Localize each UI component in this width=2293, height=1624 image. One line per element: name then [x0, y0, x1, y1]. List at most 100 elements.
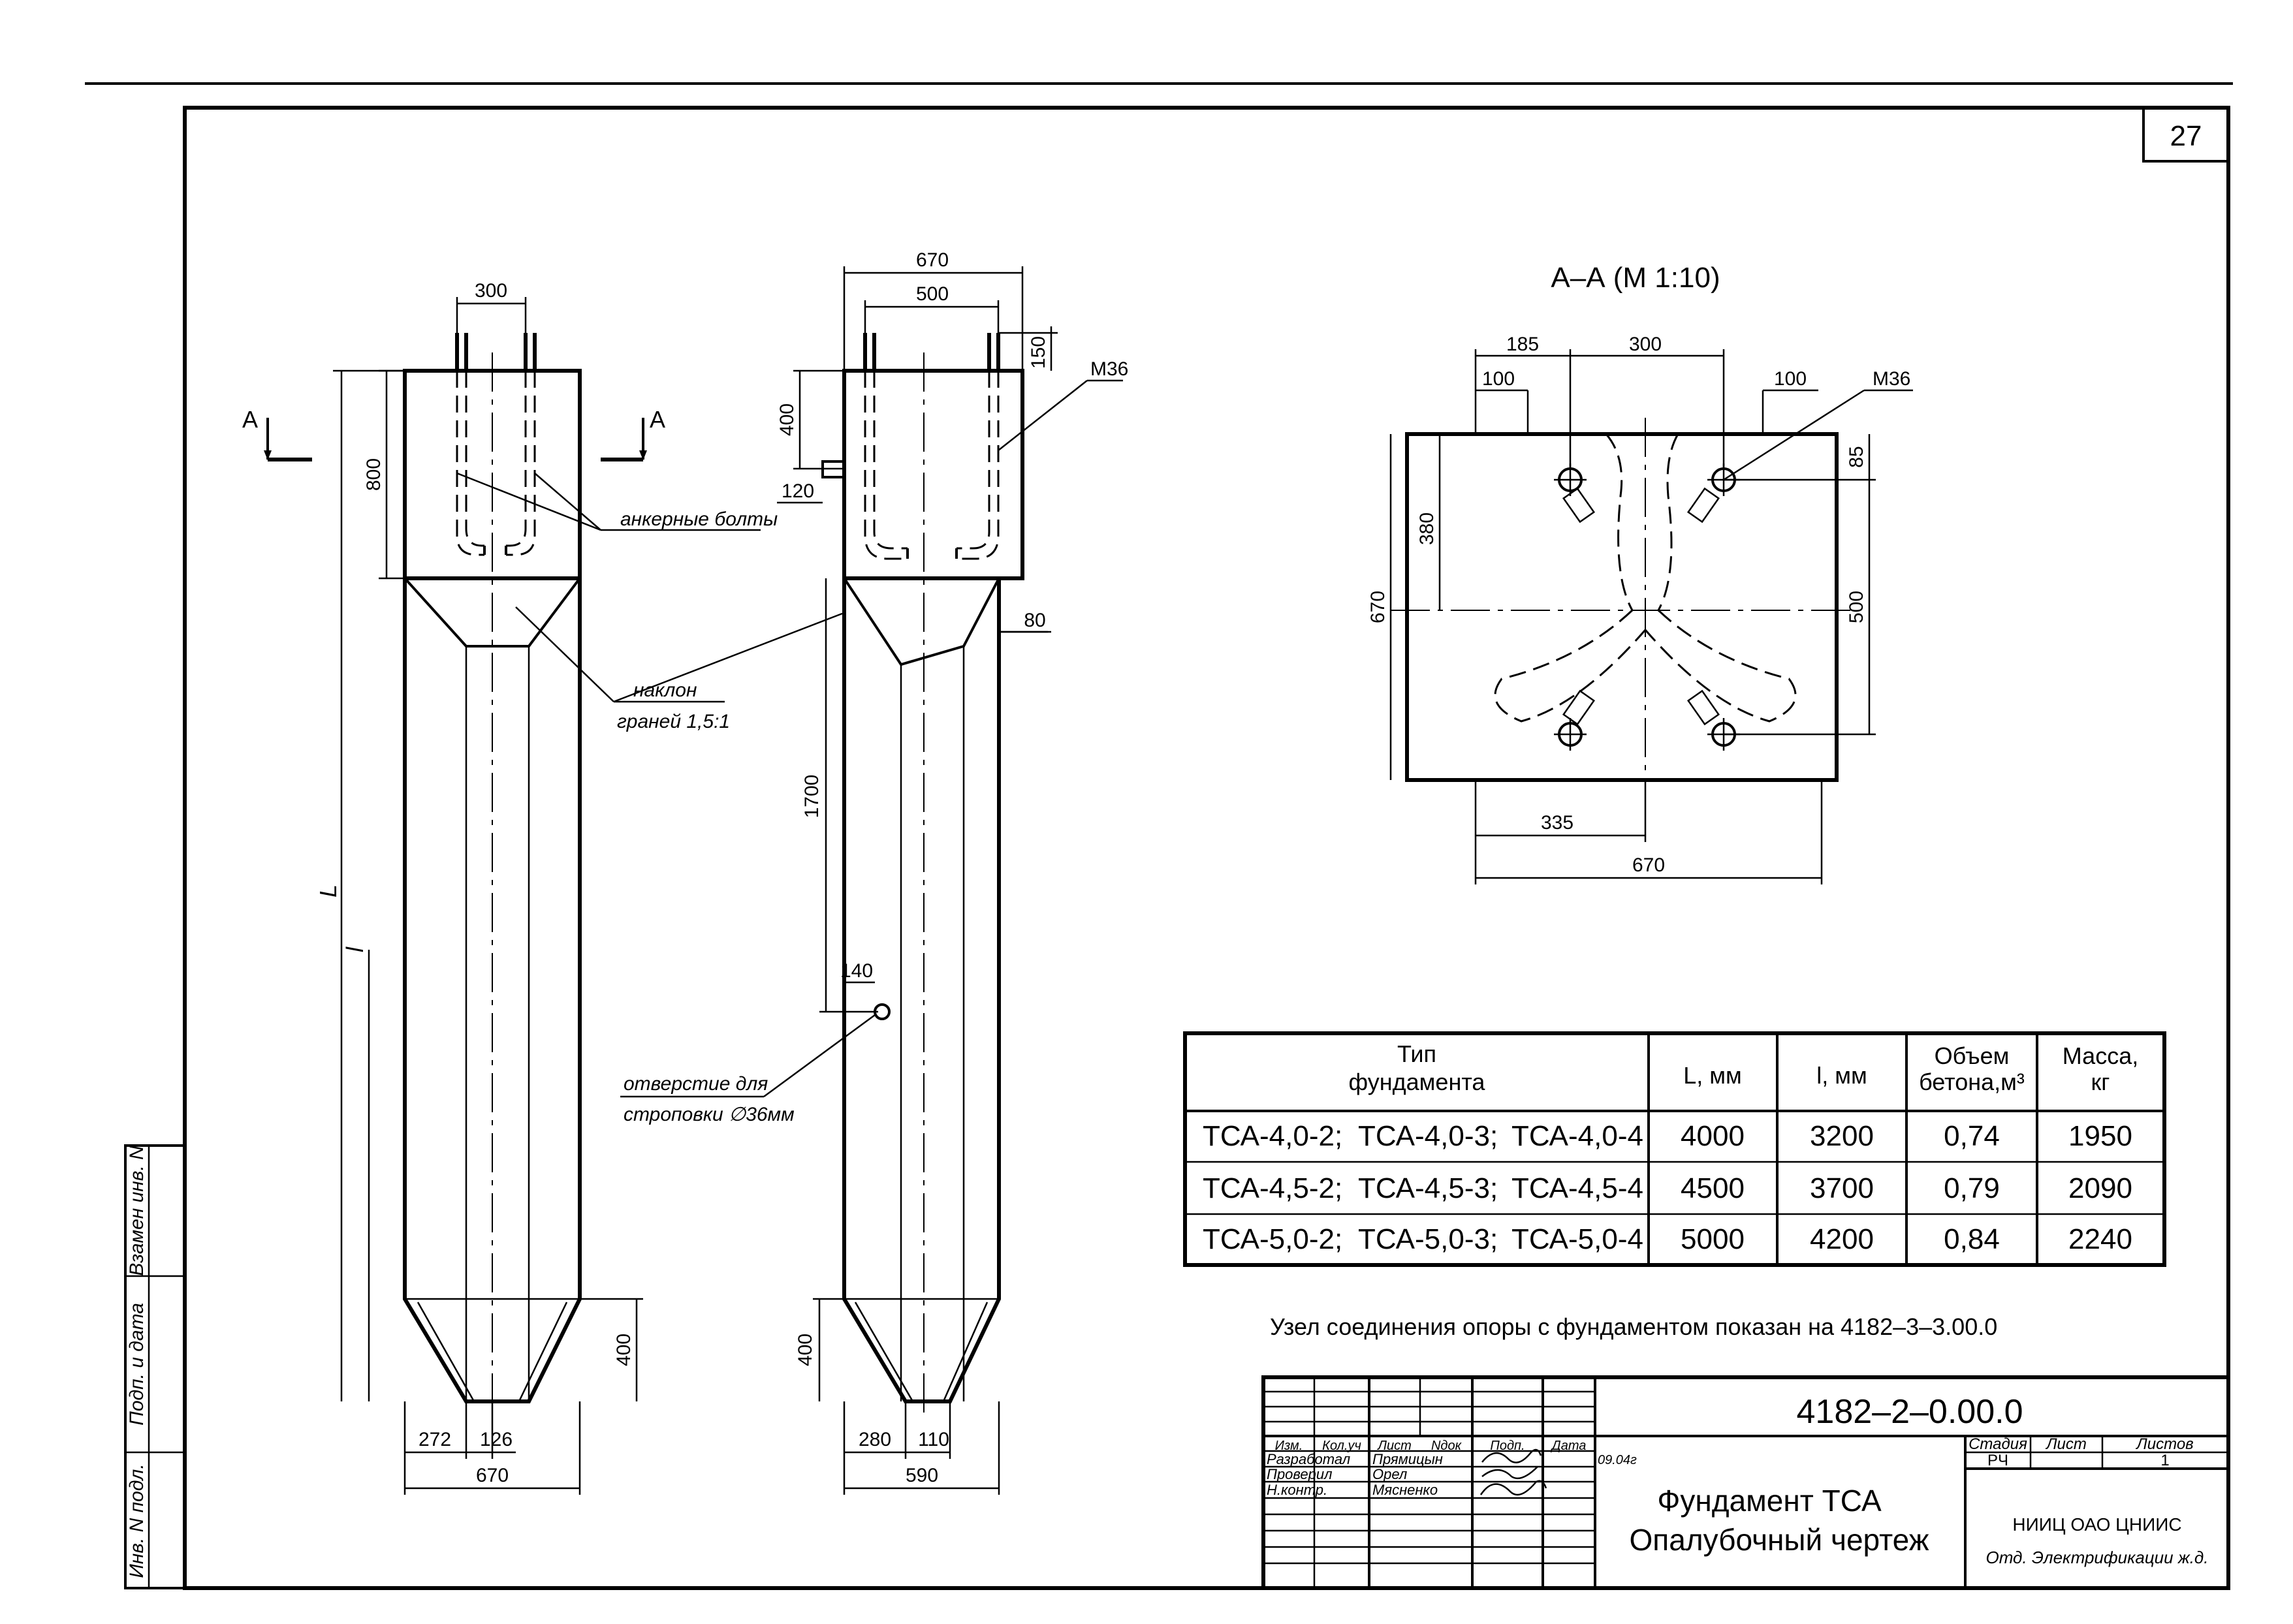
table-cell-type: ТСА-5,0-2;: [1203, 1223, 1342, 1255]
side-dim-1700: 1700: [801, 775, 823, 819]
table-cell-L: 5000: [1681, 1223, 1745, 1255]
tb-title-2: Опалубочный чертеж: [1630, 1523, 1929, 1557]
table-cell-type: ТСА-5,0-3;: [1358, 1223, 1498, 1255]
sec-bolt-label: М36: [1873, 368, 1910, 390]
sec-dim-500: 500: [1846, 591, 1867, 623]
tb-name: Орел: [1372, 1466, 1407, 1482]
tb-role: Н.контр.: [1267, 1482, 1327, 1498]
slope-value-label: граней 1,5:1: [617, 711, 730, 732]
signature-scribbles: [1479, 1448, 1547, 1496]
front-dim-126: 126: [480, 1429, 513, 1450]
table-row: ТСА-4,0-2; ТСА-4,0-3; ТСА-4,0-4 4000 320…: [1203, 1120, 2132, 1152]
sec-dim-380: 380: [1416, 512, 1438, 545]
sec-dim-100-left: 100: [1482, 368, 1515, 390]
front-dim-800: 800: [363, 458, 385, 491]
stamp-inv-original: Инв. N подл.: [126, 1463, 148, 1578]
tb-date: 09.04г: [1598, 1453, 1637, 1467]
drawing-frame: [183, 106, 2230, 1590]
tb-col-koluch: Кол.уч: [1322, 1439, 1361, 1453]
stamp-sign-date: Подп. и дата: [126, 1303, 148, 1426]
table-cell-volume: 0,74: [1944, 1120, 2000, 1152]
tb-org-2: Отд. Электрификации ж.д.: [1985, 1548, 2208, 1567]
tb-col-izm: Изм.: [1275, 1439, 1303, 1453]
section-mark-left: А: [242, 406, 258, 433]
tb-org-1: НИИЦ ОАО ЦНИИС: [2012, 1514, 2181, 1535]
table-cell-volume: 0,79: [1944, 1172, 2000, 1204]
sheet-number-box: 27: [2142, 106, 2230, 163]
side-stamp: Взамен инв. N Подп. и дата Инв. N подл.: [124, 1144, 186, 1589]
front-dim-L: L: [315, 884, 341, 898]
table-cell-type: ТСА-4,0-3;: [1358, 1120, 1498, 1152]
tb-col-sign: Подп.: [1490, 1439, 1525, 1453]
stamp-replace-inv: Взамен инв. N: [126, 1146, 148, 1276]
front-dim-272: 272: [419, 1429, 451, 1450]
tb-code: 4182–2–0.00.0: [1796, 1393, 2023, 1431]
table-cell-l: 3200: [1810, 1120, 1874, 1152]
sec-dim-300: 300: [1629, 334, 1662, 355]
connection-note: Узел соединения опоры с фундаментом пока…: [1270, 1313, 1997, 1340]
side-dim-80: 80: [1024, 610, 1045, 631]
hole-label-2: строповки ∅36мм: [624, 1104, 795, 1125]
section-view: А–А (М 1:10) 185 300 100: [1367, 262, 1913, 884]
tb-col-date: Дата: [1551, 1439, 1587, 1453]
table-cell-L: 4500: [1681, 1172, 1745, 1204]
tb-role: Разработал: [1267, 1451, 1350, 1467]
table-cell-l: 4200: [1810, 1223, 1874, 1255]
section-marks: А А: [242, 406, 665, 461]
section-title: А–А (М 1:10): [1551, 262, 1720, 294]
front-dim-300: 300: [475, 280, 507, 302]
tb-title-1: Фундамент ТСА: [1657, 1484, 1882, 1518]
table-header-mass-1: Масса,: [2063, 1042, 2138, 1069]
hole-label-1: отверстие для: [624, 1073, 768, 1095]
table-cell-mass: 2240: [2068, 1223, 2132, 1255]
front-annotations: анкерные болты наклон граней 1,5:1 отвер…: [456, 472, 876, 1125]
table-row: ТСА-5,0-2; ТСА-5,0-3; ТСА-5,0-4 5000 420…: [1203, 1223, 2132, 1255]
tb-sheets: 1: [2160, 1452, 2169, 1469]
sheet-number: 27: [2170, 120, 2202, 152]
tb-stage-label: Стадия: [1969, 1435, 2027, 1453]
side-dim-590: 590: [906, 1465, 938, 1486]
title-block: Изм. Кол.уч Лист Nдок Подп. Дата Разрабо…: [1261, 1375, 2230, 1590]
sec-dim-185: 185: [1506, 334, 1539, 355]
table-cell-type: ТСА-4,0-2;: [1203, 1120, 1342, 1152]
side-bolt-label: М36: [1090, 358, 1128, 380]
tb-stage: РЧ: [1987, 1452, 2008, 1469]
table-header-L: L, мм: [1683, 1062, 1742, 1089]
side-dim-110: 110: [918, 1429, 949, 1450]
table-cell-mass: 2090: [2068, 1172, 2132, 1204]
side-view: 670 500 150 М36 400 120 80 1700 140 400: [776, 249, 1128, 1495]
side-dim-120: 120: [782, 480, 814, 502]
sec-dim-85: 85: [1846, 446, 1867, 467]
table-cell-l: 3700: [1810, 1172, 1874, 1204]
table-header-vol-1: Объем: [1935, 1042, 2010, 1069]
side-dim-400-bottom: 400: [795, 1334, 816, 1366]
front-view: 300 800 L l 400 272 126 670: [315, 280, 643, 1495]
sec-dim-335: 335: [1541, 812, 1573, 834]
tb-sheets-label: Листов: [2135, 1435, 2193, 1453]
table-header-type-1: Тип: [1397, 1040, 1436, 1067]
front-dim-670: 670: [476, 1465, 509, 1486]
sec-dim-100-right: 100: [1774, 368, 1807, 390]
table-cell-volume: 0,84: [1944, 1223, 2000, 1255]
side-dim-280: 280: [859, 1429, 891, 1450]
table-cell-type: ТСА-4,5-2;: [1203, 1172, 1342, 1204]
tb-role: Проверил: [1267, 1466, 1333, 1482]
table-header-type-2: фундамента: [1349, 1069, 1486, 1095]
sec-dim-670-horizontal: 670: [1632, 854, 1665, 876]
table-cell-type: ТСА-4,5-4: [1511, 1172, 1643, 1204]
side-dim-500: 500: [916, 283, 949, 305]
side-dim-400-top: 400: [776, 403, 798, 436]
table-cell-type: ТСА-4,5-3;: [1358, 1172, 1498, 1204]
spec-table: Тип фундамента L, мм l, мм Объем бетона,…: [1183, 1031, 2166, 1267]
sec-dim-670-vertical: 670: [1367, 591, 1389, 623]
table-header-mass-2: кг: [2091, 1069, 2110, 1095]
tb-name: Прямицын: [1372, 1451, 1443, 1467]
side-dim-140: 140: [840, 960, 873, 982]
tb-name: Мясненко: [1372, 1482, 1438, 1498]
side-dim-670: 670: [916, 249, 949, 271]
side-dim-150: 150: [1028, 336, 1049, 369]
table-cell-type: ТСА-5,0-4: [1511, 1223, 1643, 1255]
front-dim-400: 400: [613, 1334, 635, 1366]
table-header-l: l, мм: [1816, 1062, 1867, 1089]
